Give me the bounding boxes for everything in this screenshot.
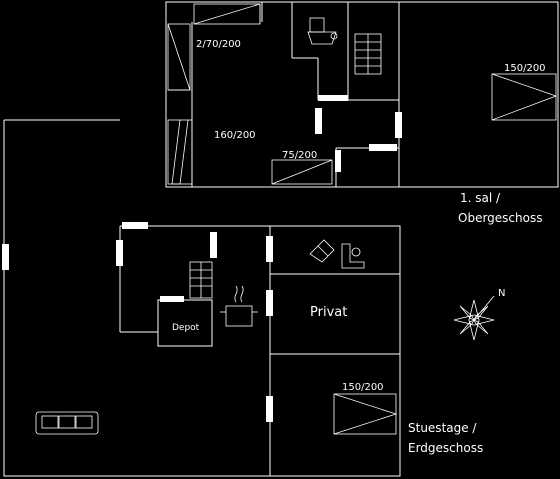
door	[335, 150, 341, 172]
door	[266, 290, 273, 316]
bed-label: 160/200	[214, 130, 256, 141]
sofa-icon	[35, 411, 99, 435]
door	[266, 236, 273, 262]
toilet-icon	[307, 17, 338, 45]
compass-icon: N	[453, 288, 505, 341]
floor-label: Stuestage /	[408, 421, 477, 435]
door	[160, 296, 184, 302]
upper-floor: 2/70/200 160/200 75/200 150/200	[165, 1, 559, 188]
ground-floor-outline	[3, 120, 401, 477]
bed-icon	[167, 23, 191, 91]
toilet-icon	[341, 243, 365, 269]
door	[116, 240, 123, 266]
door	[122, 222, 148, 229]
floor-label: 1. sal /	[460, 191, 501, 205]
door	[369, 144, 397, 151]
bed-icon	[271, 159, 333, 185]
door	[318, 95, 348, 101]
door	[2, 244, 9, 270]
door	[210, 232, 217, 258]
bed-label: 150/200	[342, 382, 384, 393]
depot-room	[157, 299, 213, 347]
bed-icon	[491, 73, 558, 121]
bed-icon	[167, 119, 193, 185]
compass-north-label: N	[498, 288, 505, 299]
staircase-icon	[189, 261, 213, 299]
door	[266, 396, 273, 422]
room-label-depot: Depot	[172, 323, 200, 333]
bed-icon	[333, 393, 398, 435]
staircase-icon	[354, 33, 382, 75]
stove-icon	[220, 285, 258, 327]
room-label-privat: Privat	[310, 305, 347, 320]
floor-label: Obergeschoss	[458, 211, 542, 225]
door	[395, 112, 402, 138]
bed-label: 150/200	[504, 63, 546, 74]
upper-floor-outline	[165, 1, 559, 188]
bed-icon	[193, 3, 261, 25]
bathtub-icon	[309, 239, 335, 263]
bed-label: 75/200	[282, 150, 317, 161]
floor-label: Erdgeschoss	[408, 441, 483, 455]
bed-label: 2/70/200	[196, 39, 241, 50]
ground-floor: Depot	[2, 119, 401, 477]
door	[315, 108, 322, 134]
